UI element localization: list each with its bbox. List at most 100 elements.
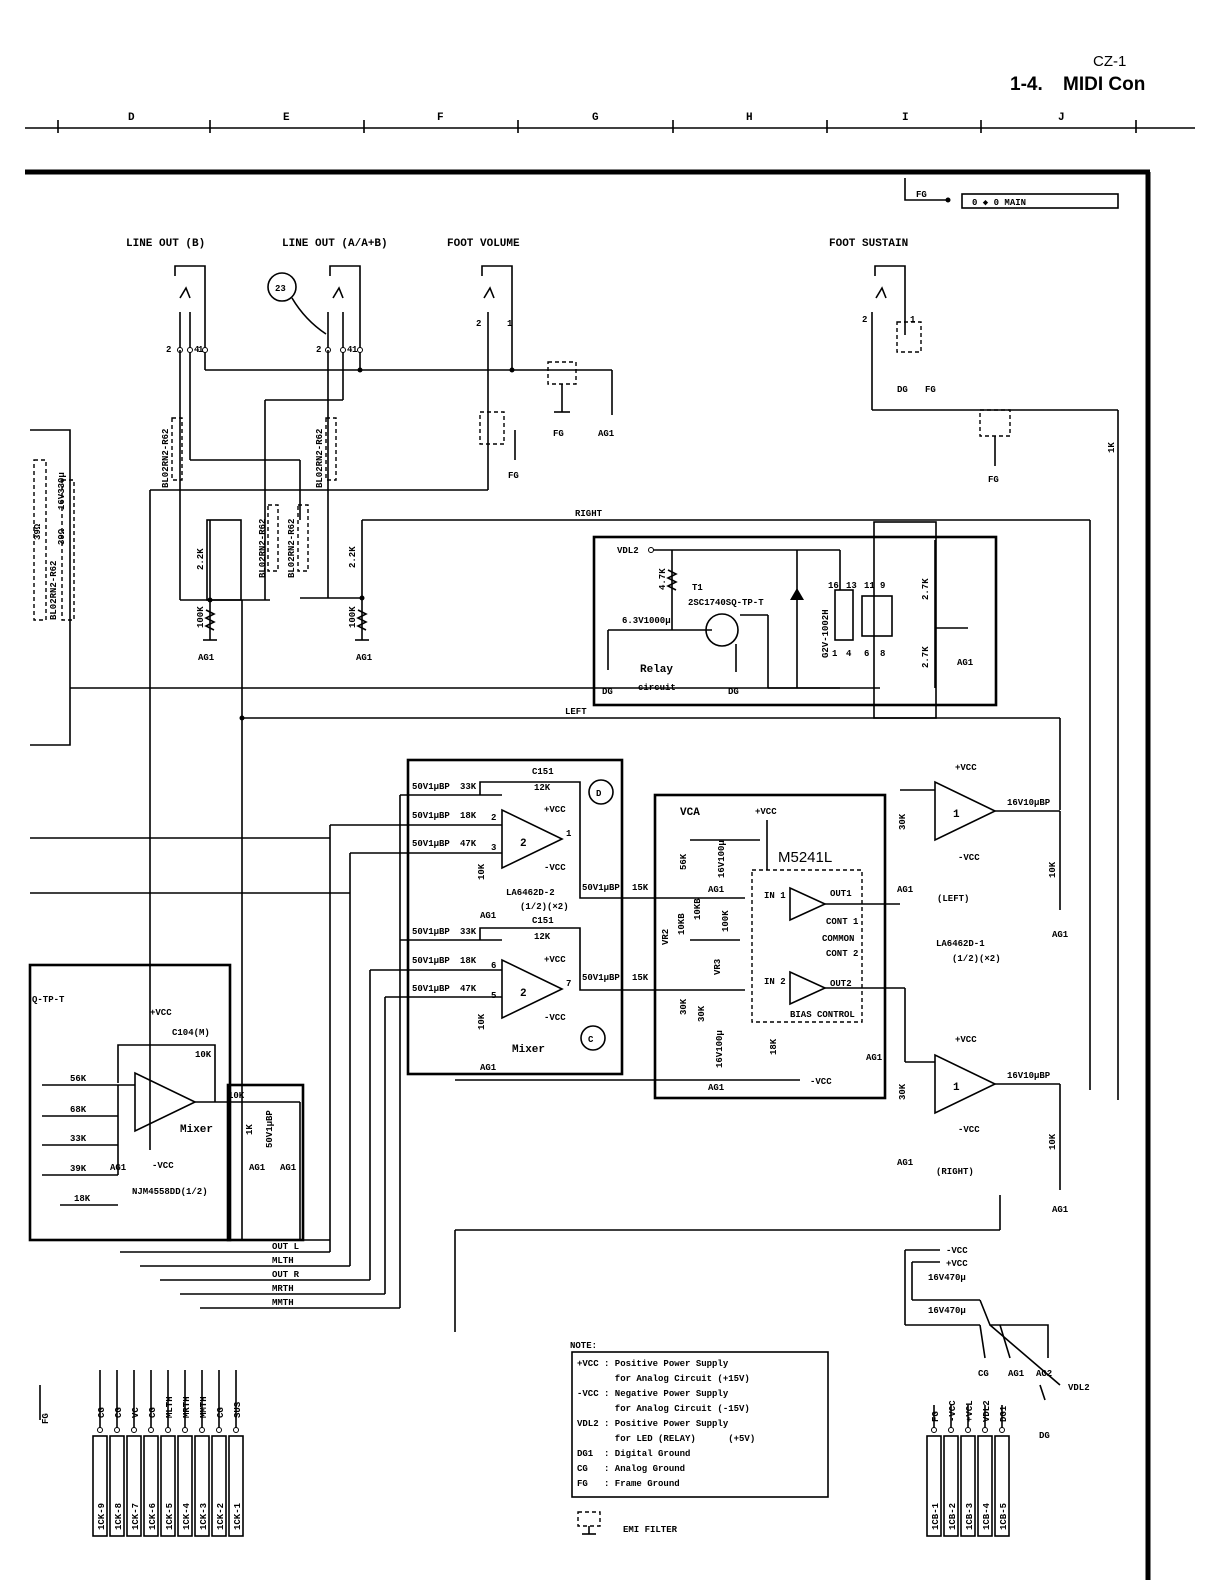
conn-bl-pin-node	[114, 1427, 120, 1433]
note-line: for LED (RELAY) (+5V)	[577, 1434, 755, 1444]
relay-r2-7k-a: 2.7K	[921, 578, 931, 600]
relay-ground-dg: DG	[602, 687, 613, 697]
bus-out-r: OUT R	[272, 1270, 300, 1280]
svg-text:2: 2	[166, 345, 171, 355]
lower-ground-ag1-b: AG1	[249, 1163, 266, 1173]
out-cap-right: 16V10μBP	[1007, 1071, 1051, 1081]
svg-text:2: 2	[316, 345, 321, 355]
conn-bl-pin-label: CG	[97, 1407, 107, 1418]
vca-30k-b: 30K	[697, 1005, 707, 1022]
conn-bl-pin-node	[216, 1427, 222, 1433]
relay-pin-16: 16	[828, 581, 839, 591]
conn-br-pin-label: FG	[931, 1411, 941, 1422]
divider-network-2	[300, 350, 600, 641]
note-line: FG : Frame Ground	[577, 1479, 680, 1489]
emi-filter-3: DG FG	[896, 321, 936, 395]
bl-filter-3: BL02RN2-R62	[258, 519, 268, 578]
svg-text:4: 4	[347, 345, 353, 355]
vca-10kb-a: 10KB	[677, 913, 687, 935]
vca-56k: 56K	[679, 853, 689, 870]
mixer-out-cap-2: 50V1μBP	[582, 973, 620, 983]
svg-text:2: 2	[520, 838, 527, 850]
lower-r39k: 39K	[70, 1164, 87, 1174]
svg-text:1: 1	[507, 319, 513, 329]
conn-br-rail-1: -VCC	[946, 1246, 968, 1256]
conn-br-pin-label: VDL2	[982, 1400, 992, 1422]
conn-bl-pin-body	[177, 1435, 193, 1537]
out-r30k-left: 30K	[898, 813, 908, 830]
main-connector: FG 0 ◆ 0 MAIN	[904, 178, 1119, 209]
relay-part: G2V-1002H	[821, 609, 831, 658]
lower-r56k: 56K	[70, 1074, 87, 1084]
relay-ground-ag1: AG1	[957, 658, 974, 668]
mixer-block	[406, 758, 624, 1076]
lower-tp-label: Q-TP-T	[32, 995, 65, 1005]
resistor-1k-right: 1K	[1107, 442, 1117, 453]
out-r30k-right: 30K	[898, 1083, 908, 1100]
vca-vr3: VR3	[713, 959, 723, 975]
bl-filter-3-body	[267, 504, 279, 572]
output-opamp-left: 1	[860, 780, 1061, 910]
signal-right: RIGHT	[575, 509, 603, 519]
svg-text:D: D	[596, 789, 602, 799]
left-cap-16v330: 16V330μ	[57, 472, 67, 510]
connector-bottom-right: FG1CB-1-VCC1CB-2+VCL1CB-3VDL21CB-4DG11CB…	[904, 1249, 1061, 1537]
conn-bl-pin-body	[211, 1435, 227, 1537]
conn-bl-pin-code: 1CK-6	[148, 1503, 158, 1530]
emi-filter-2: FG	[479, 411, 519, 481]
output-opamp-right: 1	[860, 987, 1061, 1190]
vca-chip: M5241L	[778, 849, 832, 866]
svg-text:23: 23	[275, 284, 286, 294]
bl-filter-4: BL02RN2-R62	[287, 519, 297, 578]
conn-br-pin-body	[977, 1435, 993, 1537]
mixer-opamp-upper: 2	[501, 808, 564, 870]
conn-br-pin-code: 1CB-2	[948, 1503, 958, 1530]
conn-bl-pin-code: 1CK-4	[182, 1502, 192, 1530]
conn-br-pin-node	[948, 1427, 954, 1433]
note-line: for Analog Circuit (-15V)	[577, 1404, 750, 1414]
mixer-cap-6: 50V1μBP	[412, 984, 450, 994]
mixer-cap-2: 50V1μBP	[412, 811, 450, 821]
grid-col-j: J	[1058, 112, 1065, 124]
left-bl-filter: BL02RN2-R62	[49, 561, 59, 620]
vca-out1: OUT1	[830, 889, 852, 899]
conn-bl-pin-label: MLTH	[165, 1396, 175, 1418]
conn-br-pin-body	[926, 1435, 942, 1537]
grid-ticks	[57, 120, 1137, 133]
mixer-inputs	[330, 781, 581, 998]
conn-bl-pin-code: 1CK-2	[216, 1503, 226, 1530]
line-out-a-label: LINE OUT (A/A+B)	[282, 238, 388, 250]
conn-br-pin-code: 1CB-3	[965, 1503, 975, 1530]
foot-sustain-label: FOOT SUSTAIN	[829, 238, 908, 250]
relay-pin-8: 8	[880, 649, 885, 659]
conn-bl-pin-code: 1CK-1	[233, 1502, 243, 1530]
relay-pin-13: 13	[846, 581, 857, 591]
out-ground-ag1-d: AG1	[1052, 1205, 1069, 1215]
conn-bl-pin-body	[194, 1435, 210, 1537]
conn-br-pin-code: 1CB-4	[982, 1502, 992, 1530]
lower-mixer-inputs	[42, 1084, 135, 1206]
lower-buses	[30, 795, 1001, 1332]
svg-text:1: 1	[910, 315, 916, 325]
conn-br-pin-body	[960, 1435, 976, 1537]
bus-mmth: MMTH	[272, 1298, 294, 1308]
svg-text:FG: FG	[925, 385, 936, 395]
conn-bl-pin-body	[126, 1435, 142, 1537]
out-ground-ag1-a: AG1	[897, 885, 914, 895]
emi-filter-label: EMI FILTER	[623, 1525, 678, 1535]
mixer-r33k-b: 33K	[460, 927, 477, 937]
out-vcc-neg-right: -VCC	[958, 1125, 980, 1135]
svg-text:1: 1	[953, 1082, 960, 1094]
resistor-2-2k-a: 2.2K	[196, 548, 206, 570]
left-edge-filters	[30, 429, 75, 746]
relay-cap: 6.3V1000μ	[622, 616, 671, 626]
conn-br-rail-2: +VCC	[946, 1259, 968, 1269]
grid-col-d: D	[128, 112, 135, 124]
relay-vdl2: VDL2	[617, 546, 639, 556]
vca-cap-a: 16V100μ	[717, 840, 727, 878]
callout-c: C	[580, 1025, 606, 1051]
mixer-vcc-pos-2: +VCC	[544, 955, 566, 965]
vca-internal	[690, 820, 860, 1081]
